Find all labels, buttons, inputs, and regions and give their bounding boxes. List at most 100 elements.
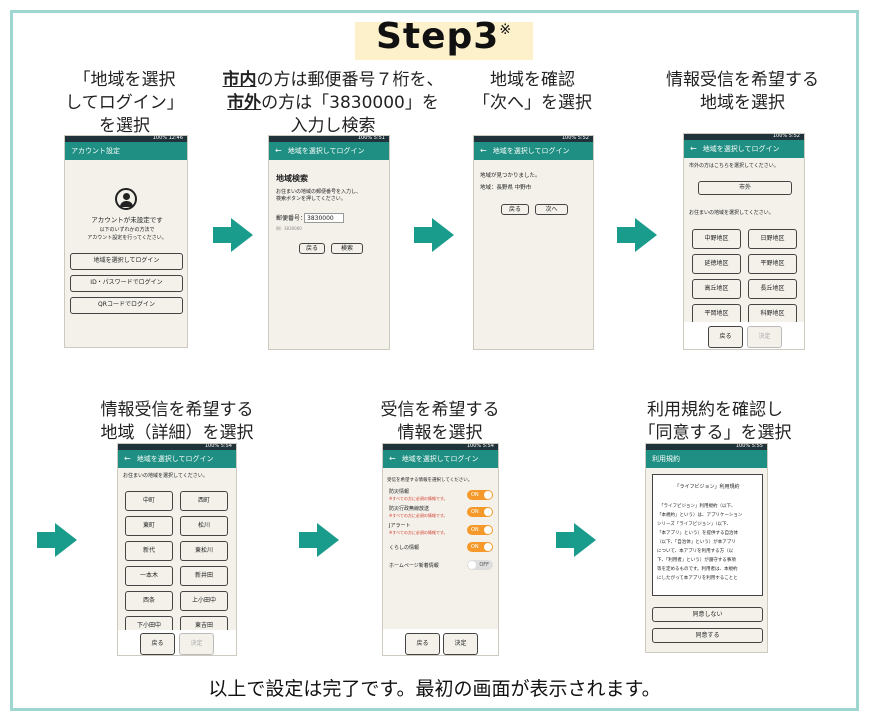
terms-line: （以下、「自治体」という）が本アプリ — [657, 540, 736, 545]
back-arrow-icon[interactable]: ← — [389, 454, 396, 463]
page-title: Step3※ — [375, 16, 513, 57]
status-bar: 100% 5:52 — [684, 134, 804, 140]
status-bar: 100% 5:54 — [118, 444, 236, 450]
search-desc: 検索ボタンを押してください。 — [276, 196, 346, 202]
button-footer — [383, 629, 498, 655]
info-prompt: 受信を希望する情報を選択してください。 — [387, 478, 473, 483]
region-prompt: お住まいの地域を選択してください。 — [689, 210, 774, 216]
zip-hint: 例）3830000 — [276, 226, 302, 231]
area-button[interactable]: 中町 — [125, 491, 173, 511]
decide-button[interactable]: 決定 — [179, 633, 214, 655]
area-button[interactable]: 東松川 — [180, 541, 228, 561]
back-button[interactable]: 戻る — [405, 633, 440, 655]
region-login-button[interactable]: 地域を選択してログイン — [70, 253, 183, 270]
terms-line: 下、「利用者」という）が遵守する事項 — [657, 558, 736, 563]
status-bar: 100% 5:55 — [646, 444, 767, 450]
phone-screen-region-select: 100% 5:52 ←地域を選択してログイン 市外の方はこちらを選択してください… — [683, 133, 805, 350]
area-button[interactable]: 科野地区 — [748, 304, 797, 324]
area-button[interactable]: 松川 — [180, 516, 228, 536]
terms-line: 等を定めるものです。利用者は、本規約 — [657, 567, 738, 572]
terms-line: 「本規約」という）は、アプリケーション — [657, 513, 743, 518]
area-button[interactable]: 新代 — [125, 541, 173, 561]
area-button[interactable]: 東町 — [125, 516, 173, 536]
area-button[interactable]: 高丘地区 — [692, 279, 741, 299]
back-button[interactable]: 戻る — [501, 204, 529, 215]
area-button[interactable]: 延徳地区 — [692, 254, 741, 274]
id-login-button[interactable]: ID・パスワードでログイン — [70, 275, 183, 292]
decide-button[interactable]: 決定 — [747, 326, 782, 348]
arrow-icon — [617, 218, 657, 252]
app-bar: ←地域を選択してログイン — [383, 450, 498, 468]
search-button[interactable]: 検索 — [331, 243, 363, 254]
app-bar: 利用規約 — [646, 450, 767, 468]
info-toggle[interactable]: ON — [467, 542, 493, 552]
back-arrow-icon[interactable]: ← — [690, 144, 697, 153]
info-label: くらしの情報 — [389, 545, 420, 551]
caption-step1: 「地域を選択してログイン」を選択 — [65, 70, 184, 136]
back-arrow-icon[interactable]: ← — [480, 146, 487, 155]
app-bar: ←地域を選択してログイン — [684, 140, 804, 158]
back-button[interactable]: 戻る — [140, 633, 175, 655]
area-button[interactable]: 西条 — [125, 591, 173, 611]
app-bar: ←地域を選択してログイン — [269, 142, 389, 160]
caption-step3: 地域を確認「次へ」を選択 — [473, 70, 592, 113]
phone-screen-account: 100% 12:46 アカウント設定 アカウントが未設定です 以下のいずれかの方… — [64, 135, 188, 348]
zip-input[interactable]: 3830000 — [304, 213, 344, 223]
qr-login-button[interactable]: QRコードでログイン — [70, 297, 183, 314]
area-button[interactable]: 平野地区 — [748, 254, 797, 274]
info-toggle[interactable]: ON — [467, 490, 493, 500]
info-label: Jアラート — [389, 523, 411, 529]
region-found-text: 地域が見つかりました。 — [480, 173, 541, 179]
terms-line: にしたがって本アプリを利用することと — [657, 576, 738, 581]
terms-line: について、本アプリを利用する方（以 — [657, 549, 734, 554]
phone-screen-terms: 100% 5:55 利用規約 「ライフビジョン」利用規約 「ライフビジョン」利用… — [645, 443, 768, 653]
button-footer — [118, 630, 236, 655]
phone-screen-info-select: 100% 5:54 ←地域を選択してログイン 受信を希望する情報を選択してくださ… — [382, 443, 499, 656]
decide-button[interactable]: 決定 — [443, 633, 478, 655]
arrow-icon — [556, 523, 596, 557]
terms-line: シリーズ「ライフビジョン」（以下、 — [657, 522, 732, 527]
area-button[interactable]: 新井田 — [180, 566, 228, 586]
info-note: ※すべての方に必須の情報です。 — [389, 496, 448, 501]
next-button[interactable]: 次へ — [535, 204, 568, 215]
arrow-icon — [414, 218, 454, 252]
terms-document: 「ライフビジョン」利用規約 「ライフビジョン」利用規約（以下、 「本規約」という… — [652, 474, 763, 596]
status-bar: 100% 5:51 — [269, 136, 389, 142]
phone-screen-zip-search: 100% 5:51 ←地域を選択してログイン 地域検索 お住まいの地域の郵便番号… — [268, 135, 390, 350]
button-footer — [684, 322, 804, 349]
back-arrow-icon[interactable]: ← — [124, 454, 131, 463]
area-button[interactable]: 一本木 — [125, 566, 173, 586]
info-toggle[interactable]: ON — [467, 525, 493, 535]
area-button[interactable]: 西町 — [180, 491, 228, 511]
caption-step5: 情報受信を希望する地域（詳細）を選択 — [100, 400, 254, 443]
status-bar: 100% 5:52 — [474, 136, 593, 142]
area-button[interactable]: 中野地区 — [692, 229, 741, 249]
outside-city-button[interactable]: 市外 — [698, 181, 792, 195]
outside-text: 市外の方はこちらを選択してください。 — [689, 163, 779, 169]
app-bar: ←地域を選択してログイン — [474, 142, 593, 160]
area-button[interactable]: 長丘地区 — [748, 279, 797, 299]
info-toggle[interactable]: OFF — [467, 560, 493, 570]
search-heading: 地域検索 — [276, 174, 308, 183]
terms-title: 「ライフビジョン」利用規約 — [674, 484, 740, 490]
area-button[interactable]: 日野地区 — [748, 229, 797, 249]
back-button[interactable]: 戻る — [708, 326, 743, 348]
search-desc: お住まいの地域の郵便番号を入力し、 — [276, 189, 362, 195]
area-button[interactable]: 平岡地区 — [692, 304, 741, 324]
disagree-button[interactable]: 同意しない — [652, 607, 763, 622]
caption-step2: 市内の方は郵便番号７桁を、 市外の方は「3830000」を 入力し検索 — [222, 70, 444, 136]
status-bar: 100% 12:46 — [65, 136, 187, 142]
info-note: ※すべての方に必須の情報です。 — [389, 513, 448, 518]
account-heading: アカウントが未設定です — [91, 216, 163, 224]
title-highlight — [355, 22, 533, 60]
agree-button[interactable]: 同意する — [652, 628, 763, 643]
back-arrow-icon[interactable]: ← — [275, 146, 282, 155]
back-button[interactable]: 戻る — [299, 243, 325, 254]
info-label: 防災情報 — [389, 489, 410, 495]
area-button[interactable]: 上小田中 — [180, 591, 228, 611]
arrow-icon — [37, 523, 77, 557]
status-bar: 100% 5:54 — [383, 444, 498, 450]
info-label: 防災行政無線放送 — [389, 506, 430, 512]
info-toggle[interactable]: ON — [467, 507, 493, 517]
info-note: ※すべての方に必須の情報です。 — [389, 530, 448, 535]
